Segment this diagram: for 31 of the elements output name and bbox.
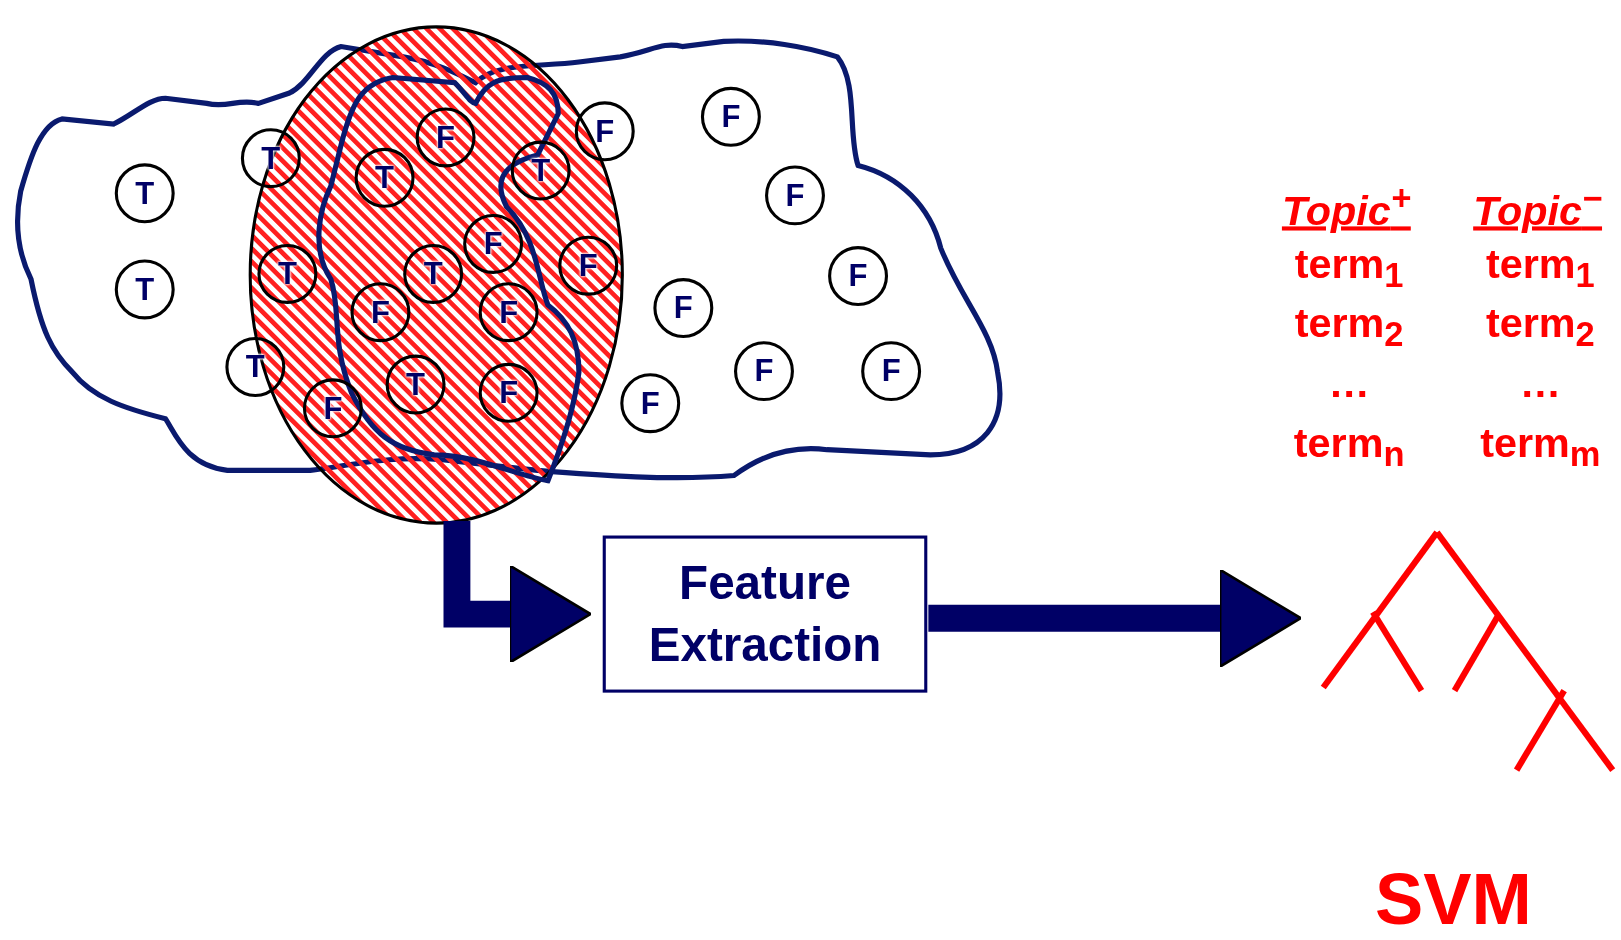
letter-circle: T	[114, 259, 175, 320]
column-heading: Topic$^{+}$	[1281, 180, 1411, 231]
letter-circle: T	[257, 244, 318, 304]
letter-circle: F	[828, 246, 889, 306]
term-label: …	[1327, 361, 1371, 404]
letter-circle: T	[403, 244, 464, 304]
letter-circle: F	[734, 341, 794, 402]
letter-circle: F	[478, 362, 539, 423]
model-name: SVM	[1374, 863, 1532, 936]
term-label: term$_{n}$	[1292, 421, 1406, 472]
term-label: …	[1518, 361, 1563, 404]
letter-circle: T	[354, 147, 415, 208]
letter-circle: F	[620, 373, 681, 434]
letter-circle: F	[653, 278, 714, 339]
block-arrow	[928, 568, 1303, 668]
term-label: term$_{2}$	[1484, 301, 1596, 352]
term-label: term$_{1}$	[1293, 242, 1405, 293]
letter-circle: F	[861, 341, 922, 402]
letter-circle: F	[302, 378, 363, 439]
letter-circle: T	[114, 163, 175, 224]
term-label: term$_{2}$	[1293, 301, 1405, 352]
letter-circle: F	[463, 214, 524, 274]
letter-circle: F	[765, 165, 825, 226]
column-heading: Topic$^{−}$	[1473, 180, 1603, 231]
letter-circle: T	[510, 140, 571, 201]
term-label: term$_{1}$	[1484, 242, 1596, 293]
term-label: term$_{m}$	[1479, 421, 1602, 472]
letter-circle: F	[700, 86, 761, 147]
process-box: Feature Extraction	[602, 535, 928, 693]
letter-circle: F	[558, 235, 619, 296]
letter-circle: T	[385, 354, 446, 415]
